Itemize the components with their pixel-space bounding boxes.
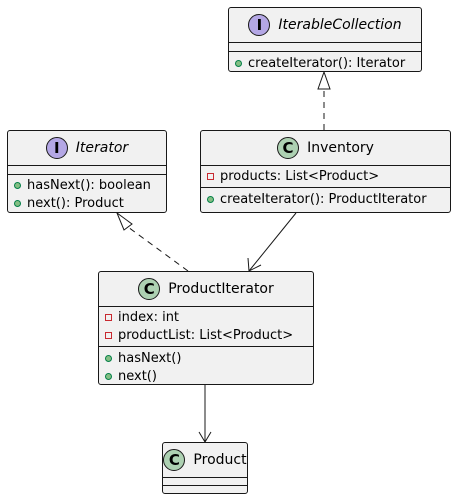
class-name: ProductIterator — [168, 281, 274, 297]
field-text: index: int — [118, 309, 180, 325]
class-header: C ProductIterator — [99, 272, 313, 307]
public-visibility-icon — [14, 199, 21, 207]
fields-compartment: products: List<Product> — [201, 166, 450, 188]
class-icon: C — [163, 449, 186, 471]
method-row: hasNext() — [105, 349, 307, 367]
public-visibility-icon — [105, 354, 112, 362]
field-row: productList: List<Product> — [105, 326, 307, 344]
field-text: products: List<Product> — [220, 168, 380, 184]
public-visibility-icon — [105, 372, 112, 380]
class-header: I Iterator — [8, 131, 166, 166]
fields-compartment — [229, 43, 421, 52]
public-visibility-icon — [235, 59, 242, 67]
class-name: IterableCollection — [278, 17, 402, 33]
class-icon: C — [277, 137, 300, 159]
class-box-iterablecollection[interactable]: I IterableCollection createIterator(): I… — [228, 7, 422, 72]
method-text: hasNext(): boolean — [27, 177, 151, 193]
class-icon: C — [138, 278, 161, 300]
method-row: next() — [105, 367, 307, 385]
fields-compartment — [163, 478, 247, 486]
method-text: next() — [118, 368, 157, 384]
method-text: createIterator(): ProductIterator — [220, 191, 427, 207]
class-box-inventory[interactable]: C Inventory products: List<Product> crea… — [200, 130, 451, 213]
hollow-triangle-arrowhead — [115, 211, 133, 231]
method-text: hasNext() — [118, 350, 182, 366]
edge-inventory-to-productiterator — [248, 212, 297, 272]
public-visibility-icon — [207, 195, 214, 203]
method-row: createIterator(): ProductIterator — [207, 190, 444, 208]
class-header: C Product — [163, 443, 247, 478]
class-box-iterator[interactable]: I Iterator hasNext(): boolean next(): Pr… — [7, 130, 167, 213]
edge-productiterator-realizes-iterator — [127, 226, 189, 272]
fields-compartment — [8, 166, 166, 175]
method-row: hasNext(): boolean — [14, 176, 160, 194]
method-row: createIterator(): Iterator — [235, 54, 415, 72]
hollow-triangle-arrowhead — [317, 70, 331, 90]
private-visibility-icon — [207, 172, 214, 180]
methods-compartment: hasNext() next() — [99, 347, 313, 389]
methods-compartment: hasNext(): boolean next(): Product — [8, 175, 166, 216]
class-header: I IterableCollection — [229, 8, 421, 43]
private-visibility-icon — [105, 313, 112, 321]
field-row: index: int — [105, 308, 307, 326]
method-text: createIterator(): Iterator — [248, 55, 406, 71]
class-name: Product — [193, 452, 247, 468]
class-name: Iterator — [75, 140, 129, 156]
methods-compartment: createIterator(): ProductIterator — [201, 188, 450, 212]
methods-compartment — [163, 486, 247, 494]
method-text: next(): Product — [27, 195, 124, 211]
private-visibility-icon — [105, 331, 112, 339]
class-box-productiterator[interactable]: C ProductIterator index: int productList… — [98, 271, 314, 385]
interface-icon: I — [45, 137, 68, 159]
class-name: Inventory — [307, 140, 374, 156]
public-visibility-icon — [14, 181, 21, 189]
interface-icon: I — [248, 14, 271, 36]
fields-compartment: index: int productList: List<Product> — [99, 307, 313, 347]
field-row: products: List<Product> — [207, 167, 444, 185]
methods-compartment: createIterator(): Iterator — [229, 52, 421, 76]
field-text: productList: List<Product> — [118, 327, 294, 343]
method-row: next(): Product — [14, 194, 160, 212]
class-header: C Inventory — [201, 131, 450, 166]
class-box-product[interactable]: C Product — [162, 442, 248, 494]
